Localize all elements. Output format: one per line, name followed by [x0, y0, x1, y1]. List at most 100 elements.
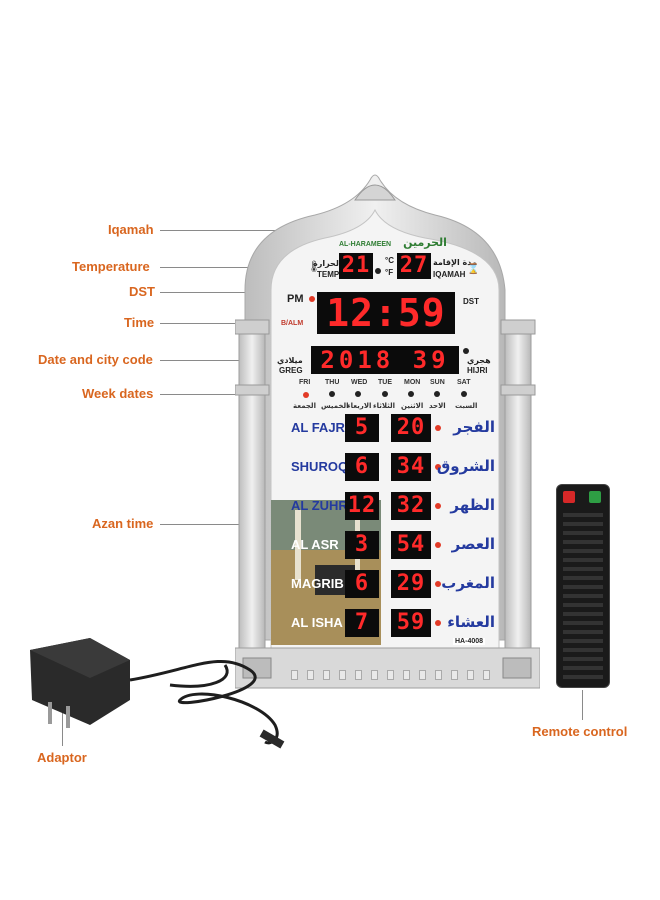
- weekday-indicator: [461, 391, 467, 397]
- date-display: 2018 39: [311, 346, 459, 374]
- callout-azan-time: Azan time: [92, 516, 154, 531]
- prayer-minute: 34: [391, 453, 431, 481]
- prayer-indicator: [435, 503, 441, 509]
- unit-f: °F: [385, 268, 394, 277]
- prayer-minute: 32: [391, 492, 431, 520]
- pm-label: PM: [287, 293, 304, 305]
- prayer-name-ar: العصر: [451, 535, 495, 553]
- prayer-hour: 7: [345, 609, 379, 637]
- weekday-ar: الثلاثاء: [373, 402, 396, 410]
- prayer-minute: 54: [391, 531, 431, 559]
- prayer-indicator: [435, 581, 441, 587]
- weekday-ar: الاثنين: [401, 402, 424, 410]
- base-button[interactable]: [435, 670, 442, 680]
- weekday-en: WED: [351, 379, 368, 386]
- weekday-en: MON: [404, 379, 421, 386]
- weekday-indicator: [408, 391, 414, 397]
- brand-ar: الحرمين: [403, 236, 447, 249]
- prayer-minute: 59: [391, 609, 431, 637]
- prayer-indicator: [435, 620, 441, 626]
- base-button[interactable]: [419, 670, 426, 680]
- callout-dst: DST: [129, 284, 155, 299]
- callout-temperature: Temperature: [72, 259, 150, 274]
- callout-week-dates: Week dates: [82, 386, 154, 401]
- hourglass-icon: ⌛: [467, 264, 480, 275]
- callout-remote-control: Remote control: [532, 724, 628, 739]
- remote-keypad: [563, 509, 603, 679]
- prayer-indicator: [435, 542, 441, 548]
- weekday-en: FRI: [299, 379, 311, 386]
- weekday-en: THU: [325, 379, 340, 386]
- temp-display: 21: [339, 253, 373, 279]
- weekday-indicator-active: [303, 392, 309, 398]
- weekday-indicator: [434, 391, 440, 397]
- base-button[interactable]: [451, 670, 458, 680]
- prayer-name-ar: العشاء: [447, 613, 495, 631]
- remote-power-button[interactable]: [563, 491, 575, 503]
- remote-icon: [556, 484, 610, 688]
- prayer-hour: 6: [345, 570, 379, 598]
- base-button[interactable]: [483, 670, 490, 680]
- base-button[interactable]: [339, 670, 346, 680]
- prayer-indicator: [435, 425, 441, 431]
- prayer-name-ar: الظهر: [450, 496, 495, 514]
- prayer-clock-device: AL-HARAMEEN الحرمين 🌡 الحرارة TEMP 21 °C…: [235, 170, 540, 690]
- base-button[interactable]: [323, 670, 330, 680]
- prayer-hour: 12: [345, 492, 379, 520]
- weekday-indicator: [355, 391, 361, 397]
- brand-en: AL-HARAMEEN: [339, 241, 392, 248]
- prayer-name-en: AL FAJR: [291, 420, 345, 435]
- model-label: HA-4008: [453, 638, 486, 645]
- prayer-name-ar: الفجر: [453, 418, 495, 436]
- callout-adaptor: Adaptor: [37, 750, 87, 765]
- weekday-ar: الاحد: [429, 402, 446, 410]
- prayer-indicator: [435, 464, 441, 470]
- callout-line-remote: [582, 690, 583, 720]
- adaptor-plug-icon: [30, 638, 285, 749]
- base-button[interactable]: [307, 670, 314, 680]
- unit-c: °C: [385, 256, 394, 265]
- base-button[interactable]: [387, 670, 394, 680]
- prayer-name-en: SHUROQ: [291, 459, 349, 474]
- weekday-en: SAT: [457, 379, 471, 386]
- prayer-hour: 6: [345, 453, 379, 481]
- base-button[interactable]: [467, 670, 474, 680]
- iqamah-label-ar: مدة الإقامة: [433, 258, 477, 267]
- brand-row: AL-HARAMEEN الحرمين: [339, 236, 469, 249]
- iqamah-display: 27: [397, 253, 431, 279]
- prayer-name-ar: الشروق: [436, 457, 495, 475]
- pm-indicator: [309, 296, 315, 302]
- dst-label: DST: [463, 297, 479, 306]
- remote-green-button[interactable]: [589, 491, 601, 503]
- prayer-name-en: AL ZUHR: [291, 498, 348, 513]
- prayer-name-en: MAGRIB: [291, 576, 344, 591]
- weekday-indicator: [382, 391, 388, 397]
- callout-line-iqamah: [160, 230, 378, 231]
- base-button[interactable]: [371, 670, 378, 680]
- weekday-ar: السبت: [455, 402, 478, 410]
- greg-label-ar: ميلادي: [277, 356, 303, 365]
- base-button[interactable]: [291, 670, 298, 680]
- time-display: 12:59: [317, 292, 455, 334]
- callout-date-city: Date and city code: [38, 352, 153, 367]
- prayer-minute: 20: [391, 414, 431, 442]
- prayer-hour: 3: [345, 531, 379, 559]
- weekday-indicator: [329, 391, 335, 397]
- weekday-en: SUN: [430, 379, 445, 386]
- prayer-name-en: AL ISHA: [291, 615, 343, 630]
- base-button[interactable]: [355, 670, 362, 680]
- prayer-minute: 29: [391, 570, 431, 598]
- prayer-hour: 5: [345, 414, 379, 442]
- hijri-indicator: [463, 348, 469, 354]
- callout-time: Time: [124, 315, 155, 330]
- weekday-ar: الاربعاء: [347, 402, 372, 410]
- base-button[interactable]: [403, 670, 410, 680]
- hijri-label-en: HIJRI: [467, 366, 488, 375]
- callout-iqamah: Iqamah: [108, 222, 154, 237]
- iqamah-label-en: IQAMAH: [433, 270, 466, 279]
- weekday-en: TUE: [378, 379, 392, 386]
- temp-label-en: TEMP: [317, 270, 340, 279]
- weekday-ar: الجمعة: [293, 402, 316, 410]
- greg-label-en: GREG: [279, 366, 303, 375]
- unit-f-indicator: [375, 268, 381, 274]
